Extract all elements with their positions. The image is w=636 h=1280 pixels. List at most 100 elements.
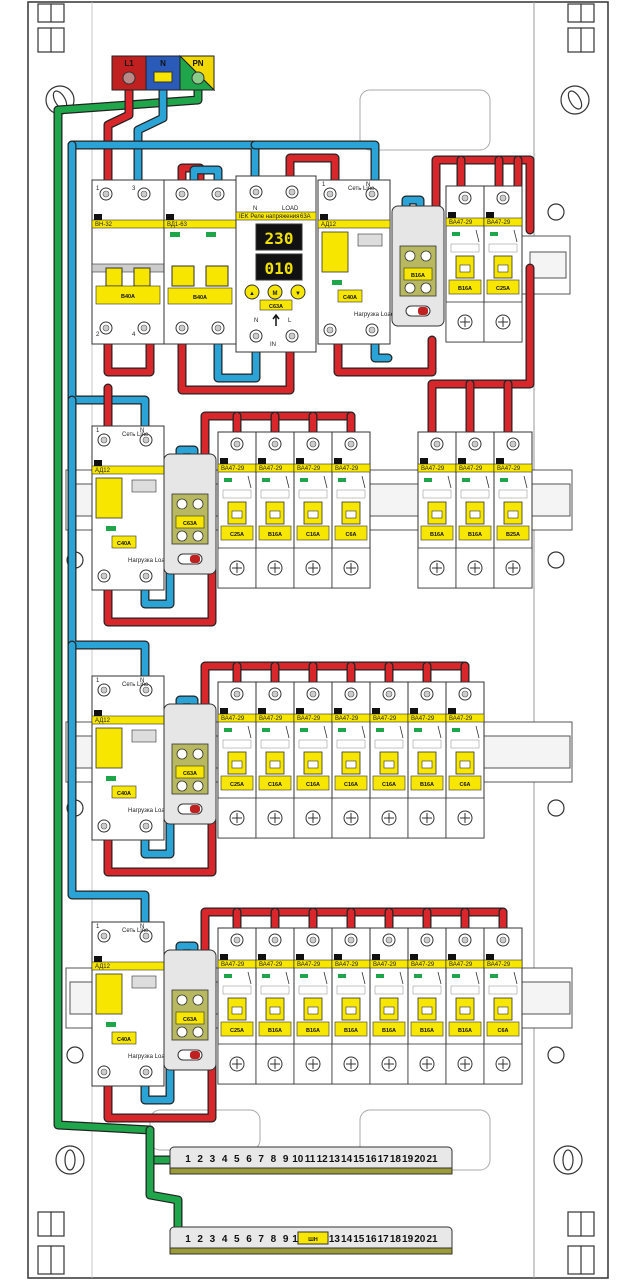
contact-symbol-icon bbox=[361, 475, 366, 489]
brand-logo-icon bbox=[94, 460, 102, 466]
row1-difavt-test-button[interactable] bbox=[357, 233, 383, 247]
input-terminal-block: L1 N PN bbox=[111, 54, 216, 92]
contact-symbol-icon bbox=[285, 725, 290, 739]
row2-right-breaker-1-rating: В16А bbox=[430, 532, 444, 538]
voltage-display-value: 230 bbox=[265, 229, 294, 248]
phase-wire-difavt1-out bbox=[334, 326, 436, 376]
brand-logo-icon bbox=[372, 954, 380, 960]
status-indicator bbox=[262, 728, 270, 732]
status-indicator bbox=[414, 974, 422, 978]
brand-logo-icon bbox=[220, 708, 228, 714]
brand-logo-icon bbox=[258, 954, 266, 960]
row4-difavt-lever[interactable] bbox=[95, 973, 123, 1015]
relay-down-button[interactable] bbox=[290, 284, 306, 300]
brand-logo-icon bbox=[448, 954, 456, 960]
row3-difavt-test-button[interactable] bbox=[131, 729, 157, 743]
row2-difavt-model: АД12 bbox=[95, 468, 111, 474]
status-indicator bbox=[106, 526, 116, 531]
row1-difavt-model: АД12 bbox=[321, 222, 337, 228]
rcd-lever-2[interactable] bbox=[205, 265, 229, 287]
row3-difavt-top-line: Сеть Line bbox=[122, 682, 149, 688]
row2-difavt-lever[interactable] bbox=[95, 477, 123, 519]
row1-breaker-2-rating: С25А bbox=[496, 286, 510, 292]
row4-breaker-3-model: ВА47-29 bbox=[297, 962, 321, 968]
contact-symbol-icon bbox=[361, 971, 366, 985]
bus-terminal-number: 3 bbox=[210, 1234, 216, 1245]
row1-difavt-rating: С40А bbox=[343, 295, 357, 301]
relay-bottom-l: L bbox=[288, 318, 292, 324]
row2-right-breaker-1-model: ВА47-29 bbox=[421, 466, 445, 472]
row4-distribution-module: С63А bbox=[163, 949, 217, 1071]
bus-terminal-number: 16 bbox=[365, 1154, 377, 1165]
bus-terminal-number: 18 bbox=[390, 1154, 402, 1165]
status-indicator bbox=[262, 974, 270, 978]
contact-symbol-icon bbox=[513, 229, 518, 243]
main-switch-pole-1: 1 bbox=[96, 186, 100, 192]
relay-rating-label: С63А bbox=[269, 304, 283, 310]
brand-logo-icon bbox=[94, 710, 102, 716]
contact-symbol-icon bbox=[437, 725, 442, 739]
brand-logo-icon bbox=[296, 954, 304, 960]
relay-up-button[interactable] bbox=[244, 284, 260, 300]
row1-difavt-lever[interactable] bbox=[321, 231, 349, 273]
main-switch-pole-2: 2 bbox=[96, 332, 100, 338]
relay-mode-button[interactable] bbox=[267, 284, 283, 300]
bus-terminal-number: 19 bbox=[402, 1234, 414, 1245]
row4-breaker-4-model: ВА47-29 bbox=[335, 962, 359, 968]
rcd-lever-1[interactable] bbox=[171, 265, 195, 287]
voltage-display bbox=[255, 223, 303, 251]
bus-terminal-number: 6 bbox=[246, 1154, 252, 1165]
row3-breaker-3-model: ВА47-29 bbox=[297, 716, 321, 722]
row3-difavt-lever[interactable] bbox=[95, 727, 123, 769]
status-indicator bbox=[332, 280, 342, 285]
neutral-wire-row4-in bbox=[68, 641, 149, 938]
brand-logo-icon bbox=[410, 708, 418, 714]
bus-terminal-number: 14 bbox=[341, 1154, 353, 1165]
brand-logo-icon bbox=[220, 458, 228, 464]
brand-logo-icon bbox=[94, 214, 102, 220]
brand-logo-icon bbox=[486, 212, 494, 218]
contact-symbol-icon bbox=[323, 725, 328, 739]
brand-logo-icon bbox=[296, 708, 304, 714]
contact-symbol-icon bbox=[437, 971, 442, 985]
row4-difavt-test-button[interactable] bbox=[131, 975, 157, 989]
phase-wire-row2-right-drops bbox=[466, 380, 512, 444]
row4-breaker-1-rating: С25А bbox=[230, 1028, 244, 1034]
relay-top-load: LOAD bbox=[282, 206, 299, 212]
neutral-wire-rcd-relay bbox=[214, 324, 260, 382]
main-switch-lever-2[interactable] bbox=[133, 267, 151, 287]
row2-difavt-test-button[interactable] bbox=[131, 479, 157, 493]
main-switch-lever-1[interactable] bbox=[105, 267, 123, 287]
